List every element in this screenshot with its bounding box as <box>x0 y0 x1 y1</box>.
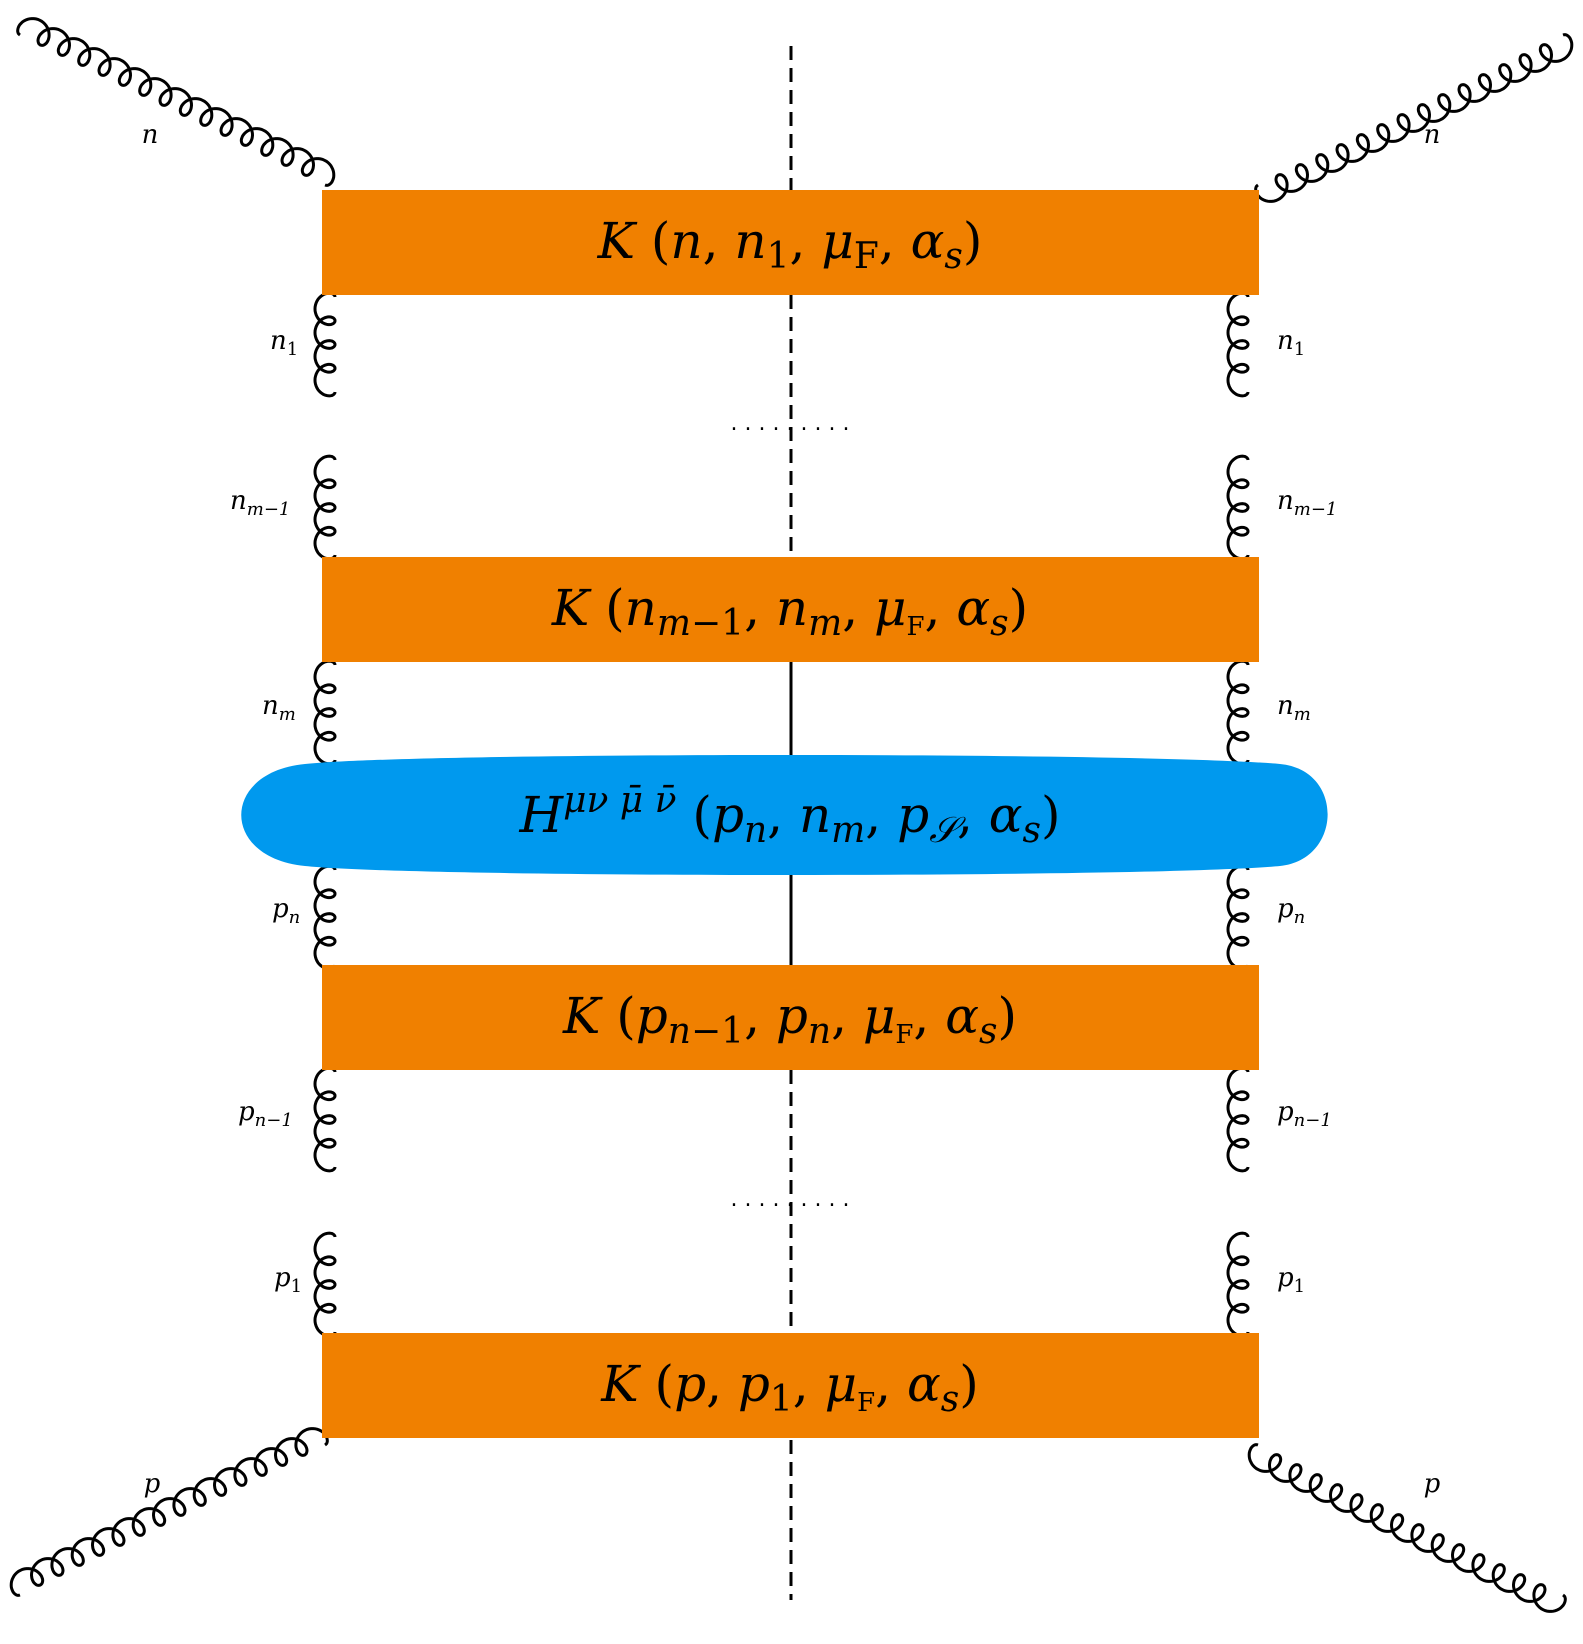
label-nm1-right: nm−1 <box>1277 486 1337 520</box>
label-nm-right: nm <box>1277 691 1311 725</box>
label-nm-left: nm <box>262 691 296 725</box>
gluon-nm1-right <box>1226 454 1250 561</box>
kernel-block-3 <box>322 965 1259 1070</box>
label-n1-left: n1 <box>270 326 298 360</box>
gluon-n1-right <box>1226 291 1250 398</box>
gluon-n1-left <box>313 291 337 398</box>
hard-function-blob <box>241 755 1328 875</box>
gluon-n-top-left <box>16 17 336 187</box>
gluon-pn-right <box>1226 864 1250 971</box>
kernel-block-2 <box>322 557 1259 662</box>
gluon-pn-left <box>313 864 337 971</box>
gluon-nm1-left <box>313 454 337 561</box>
gluon-p-bottom-right <box>1247 1443 1567 1613</box>
gluon-p1-right <box>1226 1231 1250 1338</box>
gluon-n-top-right <box>1254 33 1574 203</box>
label-pn1-right: pn−1 <box>1277 1097 1332 1131</box>
label-p-bottom-left: p <box>144 1469 161 1499</box>
gluon-pn1-left <box>313 1066 337 1173</box>
label-n1-right: n1 <box>1277 326 1305 360</box>
label-n-top-left: n <box>142 120 159 150</box>
gluon-p1-left <box>313 1231 337 1338</box>
kernel-block-1 <box>322 190 1259 295</box>
label-nm1-left: nm−1 <box>230 486 290 520</box>
gluon-p-bottom-left <box>9 1427 329 1597</box>
gluon-nm-right <box>1226 659 1250 766</box>
ellipsis-upper: . . . . . . . . . <box>731 411 850 436</box>
kernel-label-2: K (nm−1, nm, μF, αs) <box>551 579 1028 644</box>
label-p1-right: p1 <box>1277 1263 1305 1297</box>
label-pn-right: pn <box>1277 894 1305 928</box>
gluon-pn1-right <box>1226 1066 1250 1173</box>
gluon-nm-left <box>313 659 337 766</box>
hard-function-label: Hμν μ̄ ν̄ (pn, nm, p𝒮, αs) <box>518 780 1060 851</box>
kernel-label-1: K (n, n1, μF, αs) <box>597 212 983 277</box>
kernel-label-4: K (p, p1, μF, αs) <box>600 1355 978 1420</box>
kernel-block-4 <box>322 1333 1259 1438</box>
kernel-label-3: K (pn−1, pn, μF, αs) <box>562 987 1017 1052</box>
label-pn-left: pn <box>272 894 300 928</box>
label-n-top-right: n <box>1424 120 1441 150</box>
ellipsis-lower: . . . . . . . . . <box>731 1187 850 1212</box>
gluon-lines <box>9 17 1574 1613</box>
label-p-bottom-right: p <box>1424 1469 1441 1499</box>
label-pn1-left: pn−1 <box>238 1097 293 1131</box>
label-p1-left: p1 <box>274 1263 302 1297</box>
